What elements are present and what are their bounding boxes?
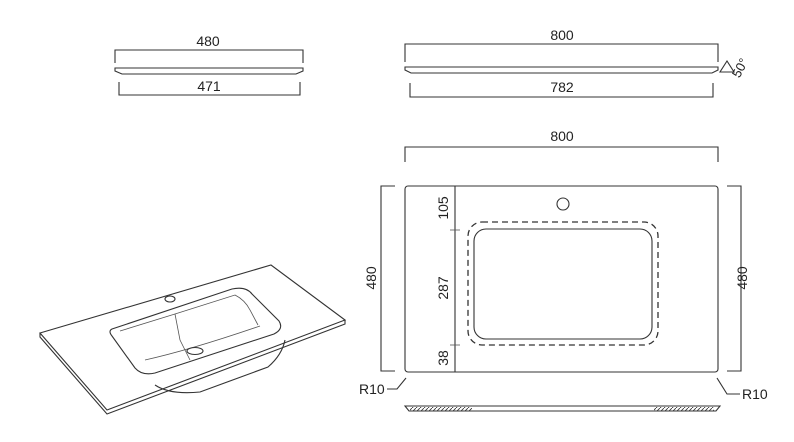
tap-offset-label: 105 (435, 196, 451, 220)
front-view: 800 50° 782 (404, 27, 751, 98)
plan-depth-dimension-right (727, 185, 742, 372)
plan-depth-label-left: 480 (363, 266, 379, 290)
basin-under-bulge (154, 339, 286, 394)
bowl-length-label: 287 (435, 276, 451, 300)
bowl-interior-left (174, 294, 259, 326)
side-bottom-width-label: 471 (197, 78, 221, 94)
bowl-inner-outline (473, 228, 653, 340)
bowl-rim (109, 287, 282, 375)
basin-front-edge (39, 320, 346, 415)
side-top-dimension-line (114, 49, 304, 63)
hatch-left (410, 407, 472, 411)
bottom-profile (403, 405, 722, 412)
front-top-dimension-line (404, 43, 719, 62)
front-margin-label: 38 (435, 350, 451, 366)
perspective-tap-hole-icon (164, 295, 176, 303)
drain-icon (186, 346, 204, 356)
basin-top-outline (404, 185, 719, 373)
front-bottom-dimension-line (409, 83, 714, 98)
side-bottom-dimension-line (118, 82, 301, 96)
hatch-right (654, 407, 714, 411)
radius-label-left: R10 (359, 381, 385, 397)
bowl-interior-back (119, 313, 191, 361)
side-top-width-label: 480 (196, 33, 220, 49)
plan-width-dimension-line (404, 146, 719, 162)
side-view: 480 471 (114, 33, 304, 96)
tap-hole-icon (556, 197, 570, 211)
radius-leader-left (387, 377, 407, 390)
side-profile-slab (114, 67, 304, 75)
radius-label-right: R10 (742, 386, 768, 402)
angle-triangle-icon (718, 59, 736, 73)
front-top-width-label: 800 (550, 27, 574, 43)
radius-leader-right (716, 377, 740, 395)
plan-depth-label-right: 480 (734, 266, 750, 290)
perspective-view (39, 264, 347, 415)
bowl-outer-dashed (467, 221, 659, 346)
plan-width-label: 800 (550, 128, 574, 144)
bowl-interior-floor (144, 325, 261, 361)
plan-view: 800 480 480 105 287 38 R10 R10 (359, 128, 768, 402)
basin-top-surface (39, 264, 347, 411)
bottom-profile-outline (403, 405, 722, 412)
angle-label: 50° (729, 56, 751, 80)
front-bottom-width-label: 782 (550, 79, 574, 95)
plan-depth-dimension-left (380, 185, 395, 372)
front-profile-slab (404, 66, 719, 74)
